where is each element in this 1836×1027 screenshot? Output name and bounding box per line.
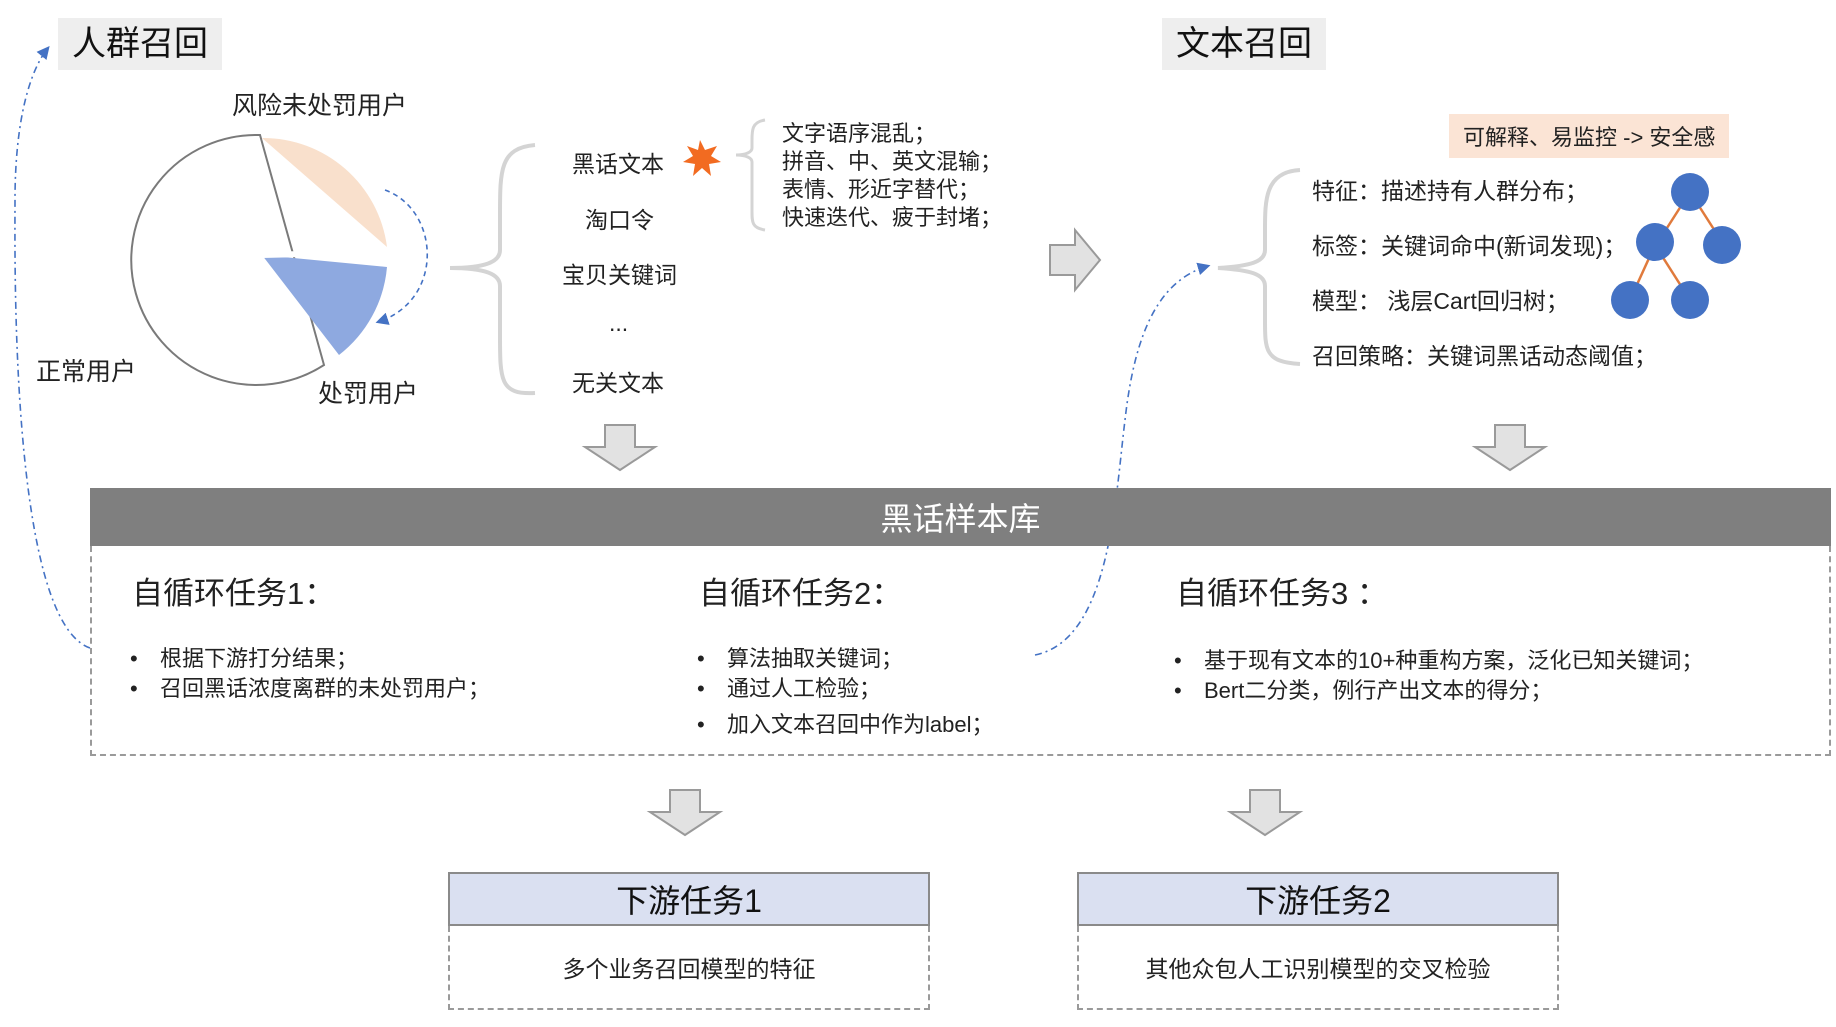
pie-label-punished: 处罚用户 bbox=[318, 380, 419, 408]
down-arrow-recall-to-library bbox=[1471, 424, 1549, 472]
task-bullet: Bert二分类，例行产出文本的得分； bbox=[1174, 676, 1703, 706]
pie-slice-punished bbox=[262, 255, 387, 355]
feature-line: 快速迭代、疲于封堵； bbox=[782, 205, 1003, 230]
text-type-item: 无关文本 bbox=[572, 370, 664, 396]
task-bullet: 算法抽取关键词； bbox=[697, 644, 993, 674]
text-types-brace bbox=[449, 143, 536, 396]
task-bullet: 基于现有文本的10+种重构方案，泛化已知关键词； bbox=[1174, 646, 1703, 676]
downstream-task-2-body: 其他众包人工识别模型的交叉检验 bbox=[1077, 926, 1559, 1010]
cart-tree-icon bbox=[1611, 173, 1741, 319]
down-arrow-library-to-task1 bbox=[646, 789, 724, 837]
text-type-item: 淘口令 bbox=[585, 207, 654, 233]
text-features-list: 文字语序混乱； 拼音、中、英文混输； 表情、形近字替代； 快速迭代、疲于封堵； bbox=[782, 120, 1002, 232]
feature-line: 文字语序混乱； bbox=[782, 121, 937, 146]
text-recall-item: 标签：关键词命中(新词发现)； bbox=[1312, 233, 1627, 259]
highlight-star-icon bbox=[683, 140, 721, 176]
task-bullet: 通过人工检验； bbox=[697, 674, 993, 704]
crowd-pie-chart bbox=[130, 133, 428, 386]
downstream-task-1-body: 多个业务召回模型的特征 bbox=[448, 926, 930, 1010]
sample-library-box: 自循环任务1： 根据下游打分结果； 召回黑话浓度离群的未处罚用户； 自循环任务2… bbox=[90, 546, 1831, 756]
explainability-tag: 可解释、易监控 -> 安全感 bbox=[1449, 114, 1730, 158]
task-bullets: 基于现有文本的10+种重构方案，泛化已知关键词； Bert二分类，例行产出文本的… bbox=[1174, 646, 1703, 706]
sample-library-header: 黑话样本库 bbox=[90, 488, 1831, 546]
text-recall-brace bbox=[1217, 168, 1301, 366]
task-title: 自循环任务1： bbox=[132, 576, 336, 611]
feature-line: 表情、形近字替代； bbox=[782, 177, 981, 202]
text-recall-title: 文本召回 bbox=[1162, 18, 1326, 70]
pie-slice-risk-unpunished bbox=[262, 137, 387, 247]
task-bullet: 召回黑话浓度离群的未处罚用户； bbox=[130, 674, 490, 704]
down-arrow-library-to-task2 bbox=[1226, 789, 1304, 837]
text-recall-item: 召回策略：关键词黑话动态阈值； bbox=[1312, 343, 1657, 369]
pie-transfer-arrow bbox=[375, 189, 428, 325]
pie-slice-normal bbox=[130, 133, 326, 386]
down-arrow-texts-to-library bbox=[581, 424, 659, 472]
downstream-task-2-header: 下游任务2 bbox=[1077, 872, 1559, 926]
down-arrows bbox=[581, 424, 1549, 837]
text-type-item: ... bbox=[609, 310, 629, 336]
task-bullet: 根据下游打分结果； bbox=[130, 644, 490, 674]
feedback-arrow-task1 bbox=[14, 46, 91, 649]
pie-inner-gap bbox=[261, 249, 388, 258]
task-title: 自循环任务3 ： bbox=[1176, 576, 1388, 611]
crowd-recall-title: 人群召回 bbox=[58, 18, 222, 70]
task-title: 自循环任务2： bbox=[699, 576, 903, 611]
task-bullets: 算法抽取关键词； 通过人工检验； 加入文本召回中作为label； bbox=[697, 644, 993, 740]
features-brace bbox=[735, 118, 766, 232]
text-recall-item: 特征：描述持有人群分布； bbox=[1312, 178, 1588, 204]
downstream-task-1-header: 下游任务1 bbox=[448, 872, 930, 926]
feedback-arrow-task2 bbox=[1034, 262, 1211, 656]
pie-label-normal: 正常用户 bbox=[36, 358, 137, 386]
text-recall-item: 模型： 浅层Cart回归树； bbox=[1312, 288, 1569, 314]
text-type-item: 宝贝关键词 bbox=[562, 262, 677, 288]
flow-arrow-right bbox=[1049, 227, 1102, 293]
pie-label-risk-unpunished: 风险未处罚用户 bbox=[232, 92, 408, 120]
task-bullet: 加入文本召回中作为label； bbox=[697, 710, 993, 740]
feature-line: 拼音、中、英文混输； bbox=[782, 149, 1003, 174]
task-bullets: 根据下游打分结果； 召回黑话浓度离群的未处罚用户； bbox=[130, 644, 490, 704]
text-type-item: 黑话文本 bbox=[572, 151, 664, 177]
